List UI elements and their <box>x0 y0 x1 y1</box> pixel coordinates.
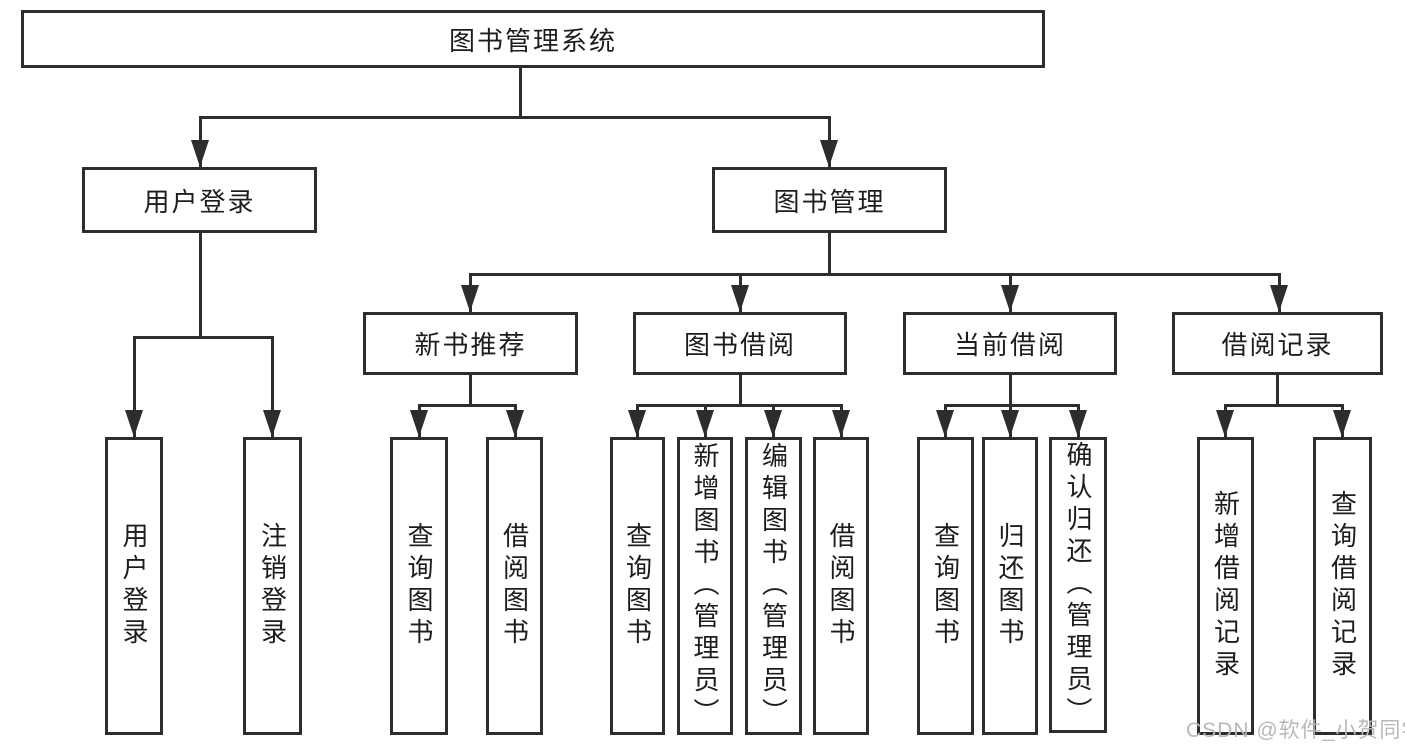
node-book-borrow-label: 图书借阅 <box>683 330 796 360</box>
connector-line <box>199 233 202 339</box>
leaf-current-confirm-return-admin-label: 确认归还（管理员） <box>1063 441 1093 729</box>
node-new-book-recommend: 新书推荐 <box>363 312 578 375</box>
leaf-records-add-record: 新增借阅记录 <box>1197 437 1254 735</box>
node-root-label: 图书管理系统 <box>448 25 617 56</box>
arrowhead-icon <box>125 410 143 437</box>
leaf-current-confirm-return-admin: 确认归还（管理员） <box>1049 437 1107 733</box>
leaf-recommend-borrow-books: 借阅图书 <box>486 437 543 735</box>
leaf-current-query-books-label: 查询图书 <box>930 522 961 650</box>
node-new-book-recommend-label: 新书推荐 <box>414 330 527 360</box>
arrowhead-icon <box>764 410 782 437</box>
connector-line <box>271 336 274 437</box>
leaf-recommend-query-books: 查询图书 <box>390 437 448 735</box>
arrowhead-icon <box>263 410 281 437</box>
arrowhead-icon <box>506 410 524 437</box>
leaf-recommend-query-books-label: 查询图书 <box>404 522 434 650</box>
leaf-borrow-add-books-admin: 新增图书（管理员） <box>677 437 733 735</box>
arrowhead-icon <box>461 285 479 312</box>
leaf-records-add-record-label: 新增借阅记录 <box>1210 490 1241 682</box>
leaf-recommend-borrow-books-label: 借阅图书 <box>499 522 530 650</box>
node-user-login-label: 用户登录 <box>143 186 256 217</box>
node-book-management-label: 图书管理 <box>773 186 886 217</box>
leaf-borrow-edit-books-admin: 编辑图书（管理员） <box>745 437 802 735</box>
leaf-records-query-record-label: 查询借阅记录 <box>1327 490 1358 682</box>
arrowhead-icon <box>832 410 850 437</box>
leaf-logout: 注销登录 <box>243 437 302 735</box>
connector-line <box>519 68 522 118</box>
leaf-records-query-record: 查询借阅记录 <box>1313 437 1372 735</box>
arrowhead-icon <box>410 410 428 437</box>
leaf-borrow-edit-books-admin-label: 编辑图书（管理员） <box>758 442 789 730</box>
connector-line <box>133 336 274 339</box>
node-borrow-records-label: 借阅记录 <box>1221 330 1334 360</box>
node-current-borrow-label: 当前借阅 <box>953 330 1066 360</box>
node-user-login: 用户登录 <box>82 167 317 233</box>
connector-line <box>1224 404 1344 407</box>
connector-line <box>418 404 517 407</box>
connector-line <box>1276 375 1279 407</box>
arrowhead-icon <box>936 410 954 437</box>
arrowhead-icon <box>1333 410 1351 437</box>
leaf-borrow-query-books-label: 查询图书 <box>622 522 653 650</box>
leaf-current-return-books: 归还图书 <box>982 437 1038 735</box>
connector-line <box>469 375 472 407</box>
connector-line <box>133 336 136 437</box>
leaf-borrow-borrow-books-label: 借阅图书 <box>826 522 856 650</box>
node-root: 图书管理系统 <box>21 10 1045 68</box>
arrowhead-icon <box>731 285 749 312</box>
connector-line <box>199 116 831 119</box>
arrowhead-icon <box>1069 410 1087 437</box>
leaf-borrow-add-books-admin-label: 新增图书（管理员） <box>690 442 720 730</box>
leaf-logout-label: 注销登录 <box>257 522 288 650</box>
node-current-borrow: 当前借阅 <box>903 312 1117 375</box>
arrowhead-icon <box>696 410 714 437</box>
node-book-management: 图书管理 <box>712 167 947 233</box>
leaf-current-return-books-label: 归还图书 <box>995 522 1025 650</box>
connector-line <box>828 233 831 276</box>
leaf-user-login: 用户登录 <box>105 437 163 735</box>
csdn-watermark: CSDN @软件_小贺同学 <box>1186 719 1405 742</box>
arrowhead-icon <box>1216 410 1234 437</box>
arrowhead-icon <box>191 140 209 167</box>
node-borrow-records: 借阅记录 <box>1172 312 1383 375</box>
connector-line <box>1009 375 1012 407</box>
arrowhead-icon <box>1270 285 1288 312</box>
arrowhead-icon <box>820 140 838 167</box>
arrowhead-icon <box>1001 285 1019 312</box>
connector-line <box>739 375 742 407</box>
leaf-user-login-label: 用户登录 <box>119 522 149 650</box>
node-book-borrow: 图书借阅 <box>633 312 847 375</box>
leaf-current-query-books: 查询图书 <box>917 437 974 735</box>
connector-line <box>944 404 1080 407</box>
connector-line <box>469 273 1281 276</box>
connector-line <box>636 404 843 407</box>
leaf-borrow-borrow-books: 借阅图书 <box>813 437 869 735</box>
arrowhead-icon <box>628 410 646 437</box>
arrowhead-icon <box>1001 410 1019 437</box>
leaf-borrow-query-books: 查询图书 <box>610 437 665 735</box>
